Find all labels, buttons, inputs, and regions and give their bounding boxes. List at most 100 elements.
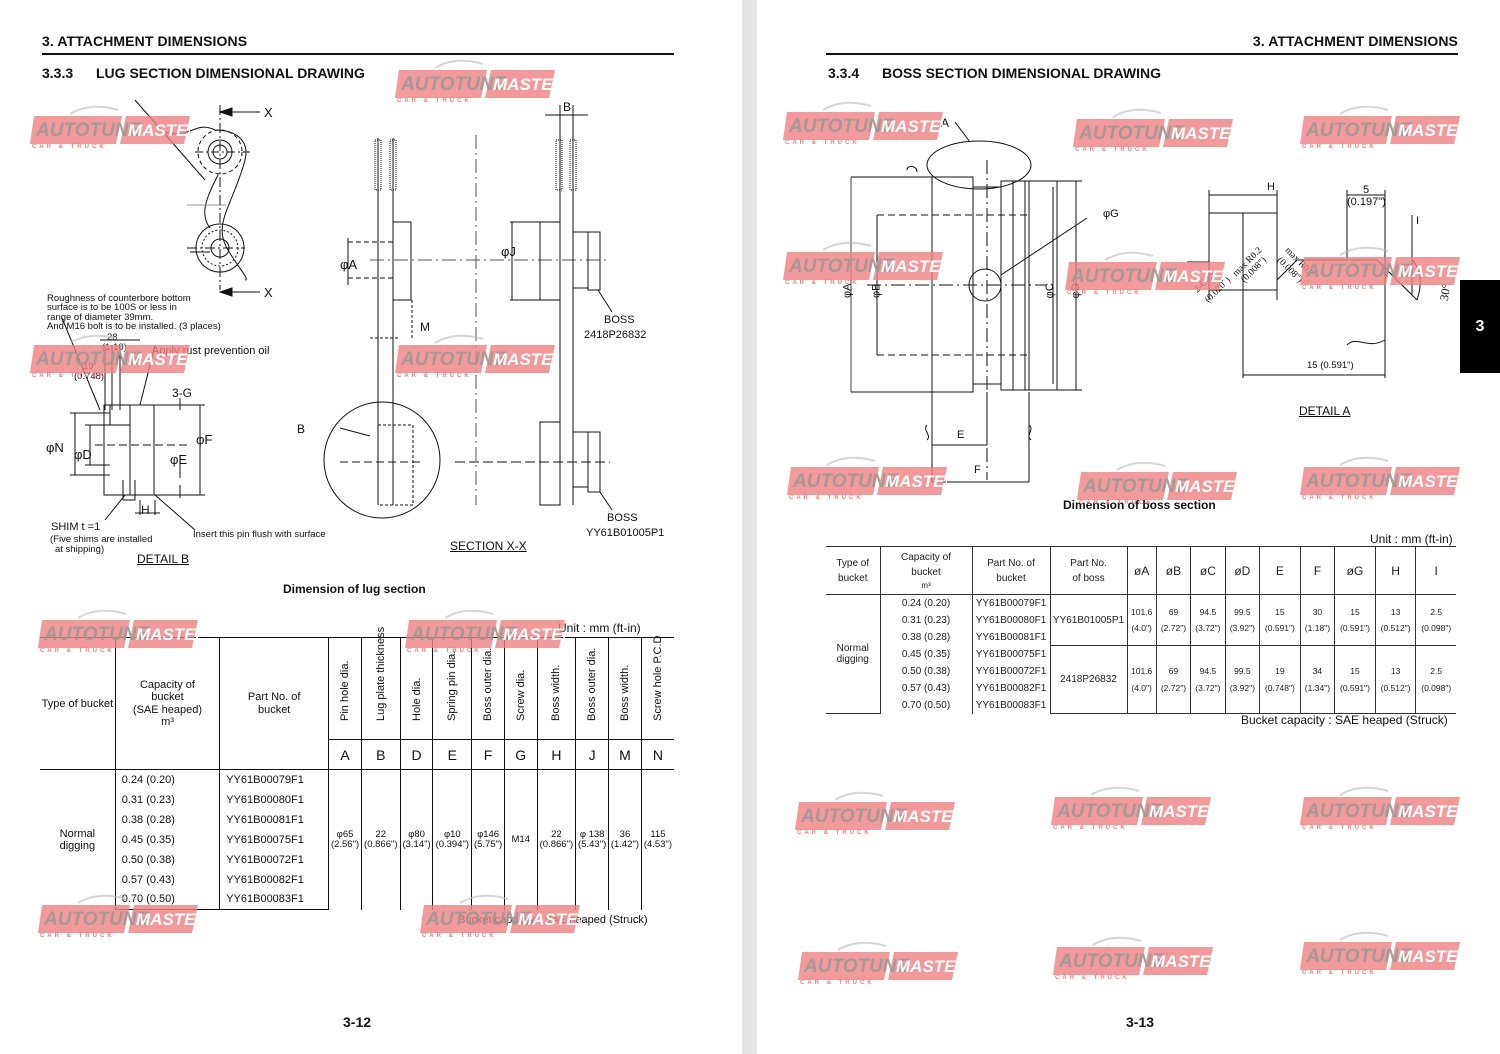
symbol-g: G (503, 739, 538, 770)
part-number-cell: YY61B00083F1 (219, 889, 329, 910)
label-e: E (957, 429, 965, 441)
dimension-value: 2.5(0.098") (1415, 594, 1456, 646)
dimension-value-m: 36(1.42") (608, 769, 642, 910)
part-number-cell: YY61B00079F1 (219, 769, 330, 790)
capacity-cell: 0.57 (0.43) (880, 679, 973, 697)
section-title-text: LUG SECTION DIMENSIONAL DRAWING (96, 65, 365, 81)
label-a: A (941, 116, 950, 130)
capacity-cell: 0.70 (0.50) (880, 696, 973, 714)
chapter-tab: 3 (1460, 280, 1500, 373)
header-dim-b: Lug plate thickness (360, 627, 401, 740)
boss-part-cell: 2418P26832 (1049, 645, 1128, 714)
dimension-value: 13(0.512") (1374, 594, 1417, 646)
part-number-cell: YY61B00080F1 (219, 789, 329, 810)
dimension-value: 34(1.34") (1299, 645, 1336, 714)
bucket-type: Normal digging (40, 769, 116, 910)
capacity-cell: 0.57 (0.43) (115, 869, 221, 890)
dimension-value: 15(0.591") (1334, 594, 1376, 646)
boss-footnote: Bucket capacity : SAE heaped (Struck) (1241, 713, 1448, 727)
part-number-cell: YY61B00081F1 (971, 628, 1050, 646)
pin-note: Insert this pin flush with surface (193, 529, 326, 540)
header-dim-f: Boss outer dia. (471, 637, 505, 740)
label-g: φG (1103, 208, 1119, 220)
page-number: 3-12 (343, 1014, 372, 1030)
dimension-value: 13(0.512") (1374, 645, 1417, 714)
capacity-cell: 0.38 (0.28) (115, 809, 221, 830)
lug-dimension-table: Type of bucket Capacity of bucket (SAE h… (40, 627, 674, 910)
label-i: I (1416, 215, 1420, 227)
label-h: H (1267, 181, 1275, 193)
part-number-cell: YY61B00081F1 (219, 809, 329, 830)
symbol-m: M (608, 739, 642, 770)
label-a: φA (340, 257, 358, 272)
symbol-b: B (360, 739, 401, 770)
dimension-value: 2.5(0.098") (1415, 645, 1456, 714)
label-3g: 3-G (172, 386, 193, 400)
symbol-d: D (399, 739, 434, 770)
table-row: 0.57 (0.43)YY61B00082F1 (40, 869, 674, 890)
label-f: φF (196, 432, 213, 447)
capacity-cell: 0.24 (0.20) (114, 769, 221, 790)
dimension-value-b: 22(0.866") (360, 769, 401, 910)
part-number-cell: YY61B00075F1 (219, 829, 329, 850)
part-number-cell: YY61B00083F1 (971, 696, 1050, 714)
label-b-top: B (563, 100, 572, 114)
label-h: H (141, 503, 150, 517)
label-x-top: X (264, 105, 273, 120)
label-m: M (420, 320, 430, 334)
dimension-value-f: φ146(5.75") (471, 769, 505, 910)
boss-caption: Dimension of boss section (1063, 498, 1216, 512)
header-dim-d: Hole dia. (399, 637, 434, 740)
table-row: 0.31 (0.23)YY61B00080F1 (40, 789, 674, 810)
capacity-cell: 0.31 (0.23) (115, 789, 221, 810)
table-row: 0.70 (0.50)YY61B00083F1 (826, 696, 1456, 714)
header-part: Part No. of bucket (219, 637, 330, 770)
header-dim-a: Pin hole dia. (328, 637, 362, 740)
header-dim-n: Screw hole P.C.D (640, 636, 674, 740)
shim-note-1: (Five shims are installed (50, 534, 153, 545)
header-part-boss: Part No.of boss (1049, 546, 1128, 595)
bucket-type: Normal digging (826, 594, 881, 714)
page-gutter (742, 0, 757, 1054)
header-capacity: Capacity of bucket (SAE heaped) m³ (114, 637, 221, 770)
roughness-note-1: Roughness of counterbore bottom (47, 293, 191, 304)
boss-2-label: BOSS (607, 512, 638, 524)
dimension-value: 15(0.591") (1334, 645, 1376, 714)
symbol-j: J (575, 739, 610, 770)
label-b-circle: B (297, 422, 306, 436)
label-n: φN (46, 440, 64, 455)
table-row: 0.50 (0.38)YY61B00072F1 (826, 662, 1456, 680)
dim-5-in: (0.197") (1347, 196, 1386, 208)
header-type: Type of bucket (40, 637, 116, 770)
capacity-cell: 0.24 (0.20) (879, 594, 973, 612)
header-dim-f: F (1299, 546, 1336, 595)
label-d: φD (74, 447, 92, 462)
leader-line (1000, 217, 1088, 276)
header-dim-e: Spring pin dia. (432, 637, 473, 740)
dim-19-in: (0.748) (74, 371, 105, 382)
capacity-cell: 0.38 (0.28) (880, 628, 973, 646)
header-dim-e: E (1259, 546, 1301, 595)
section-number: 3.3.3 (42, 65, 74, 81)
symbol-f: F (471, 739, 505, 770)
leader-line (339, 427, 371, 437)
part-number-cell: YY61B00082F1 (219, 869, 329, 890)
table-row: 0.50 (0.38)YY61B00072F1 (40, 849, 674, 870)
header-dim-a: øA (1126, 546, 1157, 595)
roughness-note-2: surface is to be 100S or less in (47, 302, 177, 313)
header-dim-c: øC (1190, 546, 1226, 595)
part-number-cell: YY61B00080F1 (971, 611, 1050, 629)
boss-part-cell: YY61B01005P1 (1049, 594, 1128, 646)
dimension-value: 101.6(4.0") (1126, 645, 1157, 714)
dimension-value: 69(2.72") (1155, 645, 1192, 714)
shim-label: SHIM t =1 (51, 521, 101, 533)
dimension-value-n: 115(4.53") (640, 769, 674, 910)
part-number-cell: YY61B00072F1 (971, 662, 1050, 680)
capacity-cell: 0.45 (0.35) (115, 829, 221, 850)
detail-b-label: DETAIL B (137, 552, 190, 566)
detail-a-label: DETAIL A (1299, 404, 1351, 418)
